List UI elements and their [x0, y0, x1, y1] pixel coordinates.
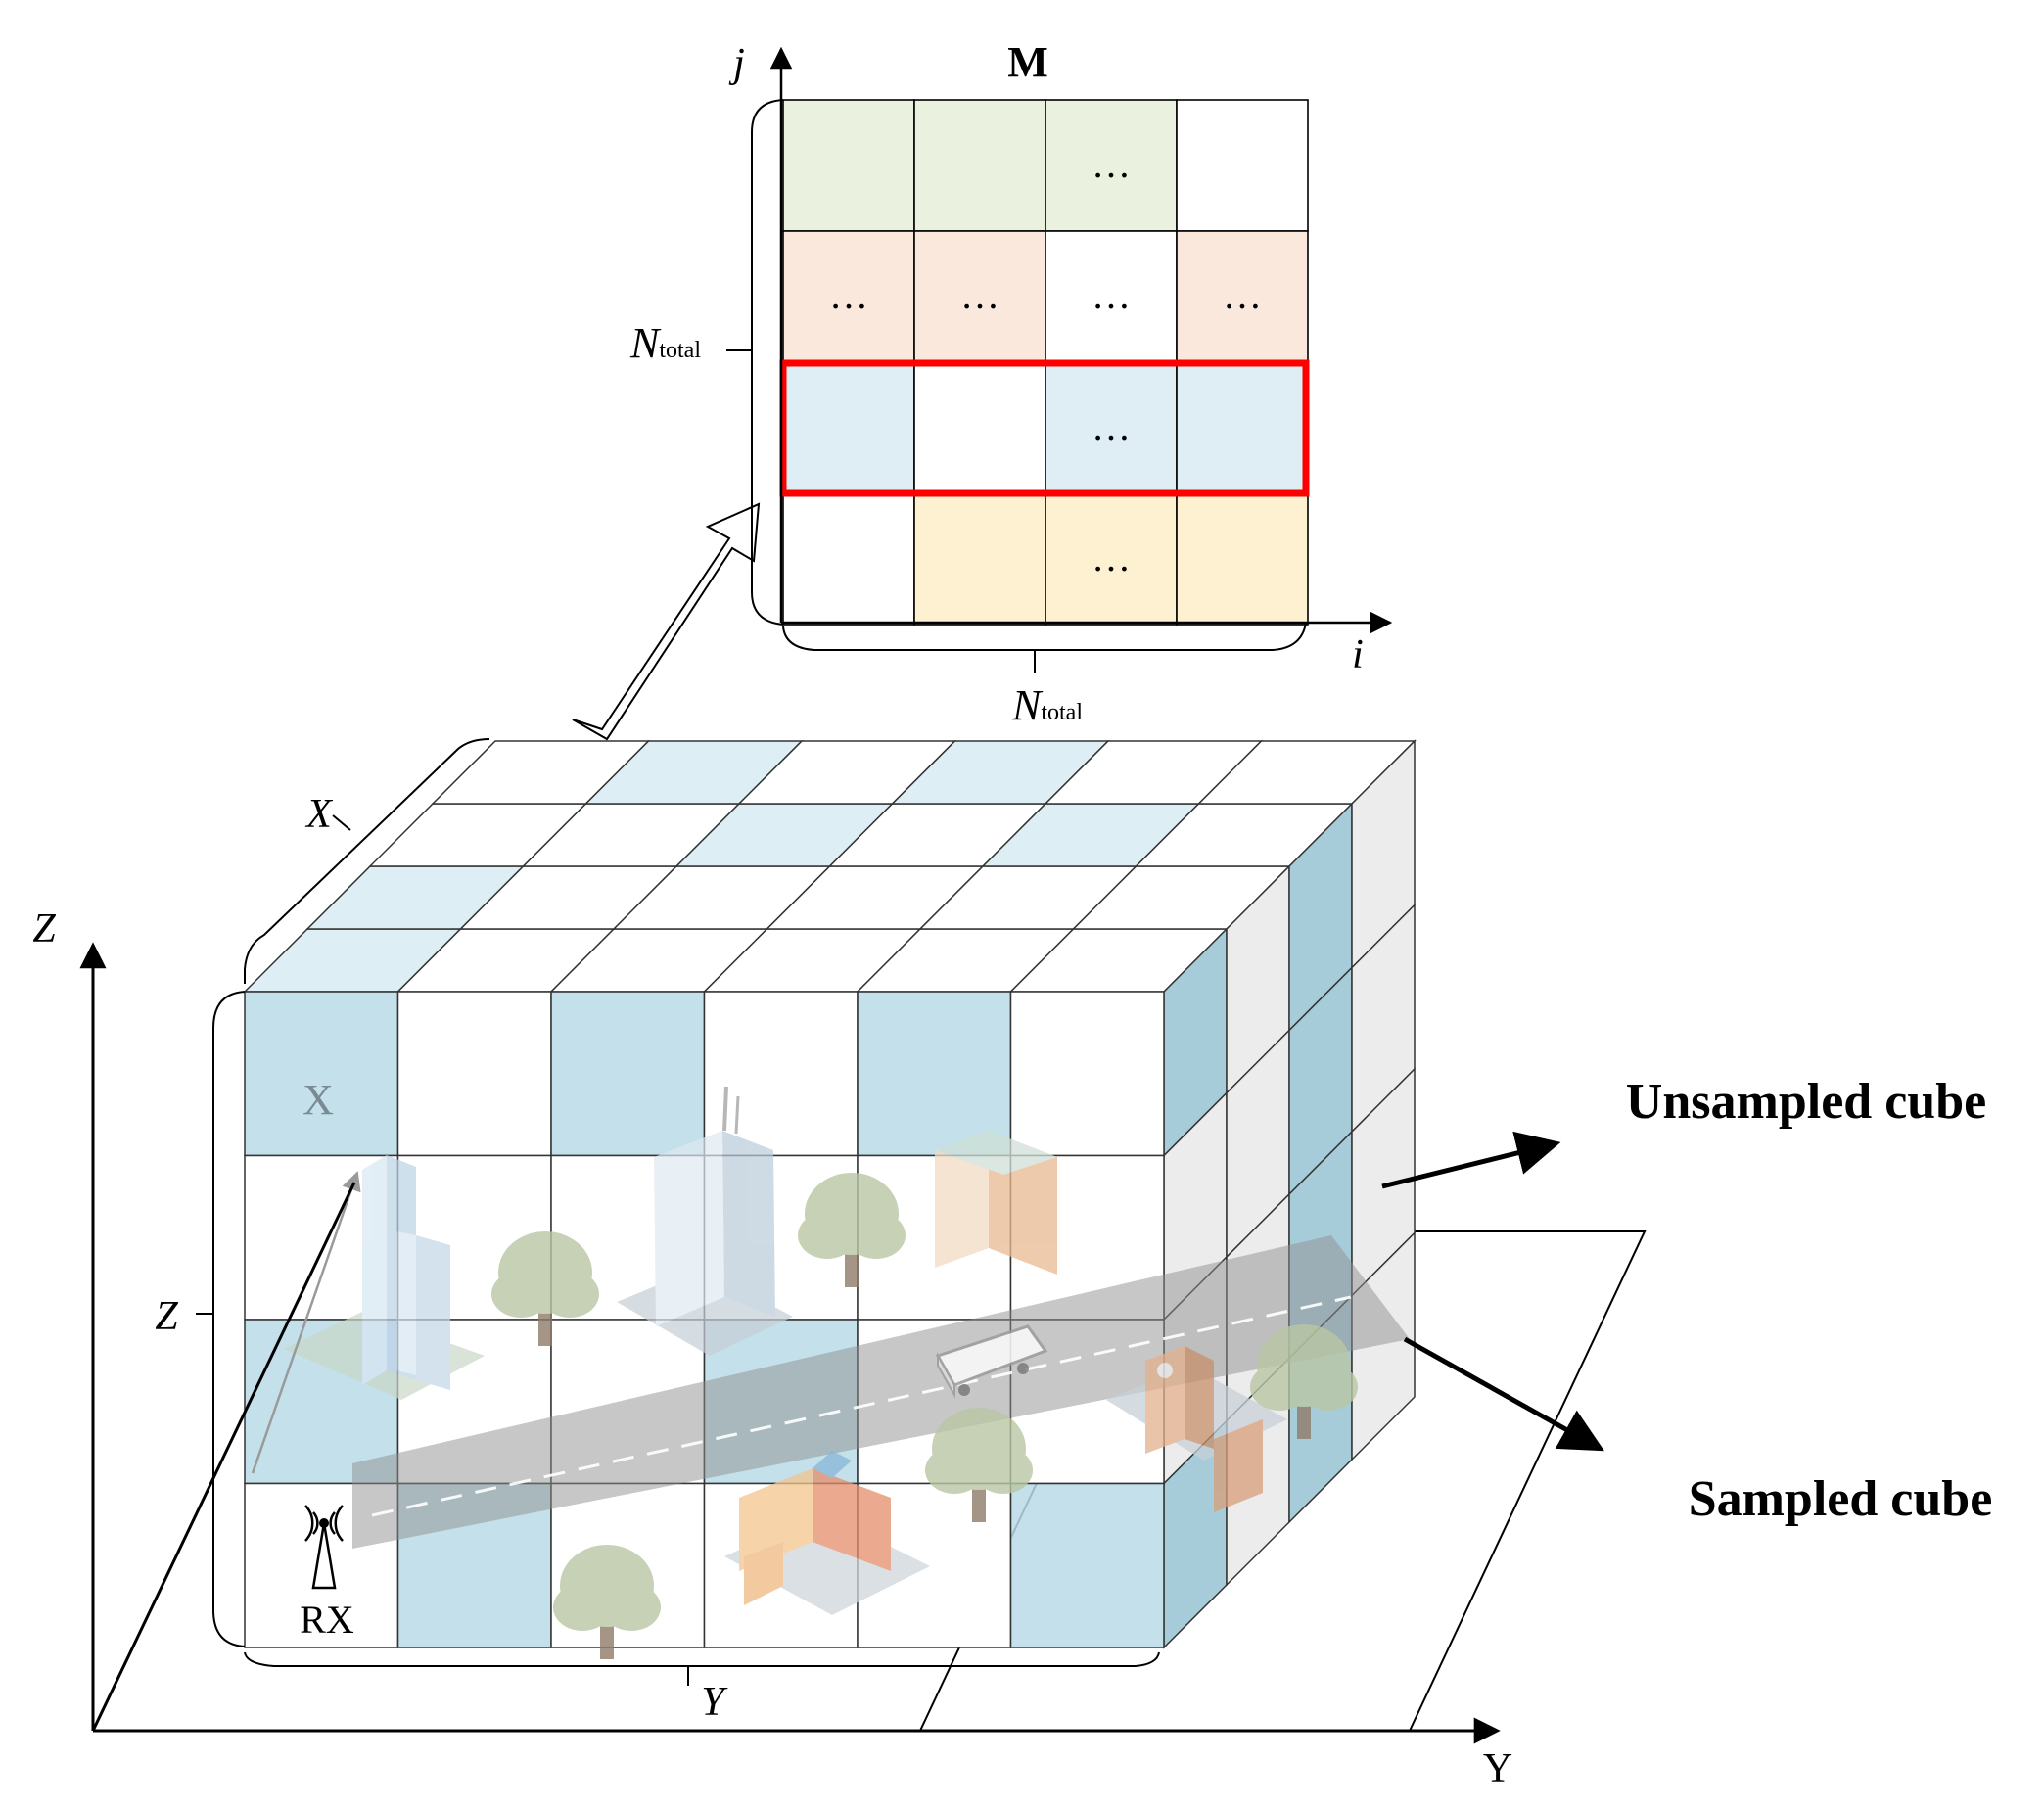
matrix-cell — [913, 230, 1046, 363]
row-size-base: N — [629, 319, 662, 367]
matrix-m: … … … … … … … — [779, 99, 1310, 626]
signal-ray — [251, 1171, 361, 1474]
road-center-dash — [371, 1295, 1352, 1517]
unsampled-cube-label: Unsampled cube — [1626, 1074, 1986, 1130]
tree-icon — [553, 1545, 661, 1659]
matrix-ellipsis: … — [1092, 404, 1131, 448]
matrix-cells: … … … … … … … — [782, 99, 1309, 626]
matrix-i-axis-label: i — [1352, 632, 1364, 677]
x-dim-brace — [244, 738, 490, 984]
tree-group — [491, 1173, 1358, 1659]
x-dim-tick — [332, 814, 351, 831]
matrix-cell — [1176, 361, 1309, 494]
col-size-sub: total — [1041, 700, 1083, 725]
unsampled-voxel — [1009, 991, 1165, 1157]
matrix-ellipsis: … — [829, 273, 868, 317]
x-dim-label: X — [304, 792, 334, 837]
sampled-pointer-arrow — [1403, 1336, 1604, 1452]
tree-icon — [798, 1173, 906, 1287]
matrix-col-size-label: Ntotal — [1011, 681, 1083, 729]
matrix-col-brace — [782, 622, 1307, 651]
matrix-cell — [1176, 492, 1309, 626]
row-size-sub: total — [659, 338, 701, 363]
world-x-axis — [91, 1182, 356, 1732]
mapping-arrow — [572, 502, 761, 741]
matrix-cell — [1176, 99, 1309, 232]
matrix-j-axis-label: j — [728, 41, 745, 86]
sampled-marker-label: X — [302, 1076, 334, 1124]
matrix-cell — [913, 492, 1046, 626]
matrix-cell — [913, 361, 1046, 494]
matrix-row-brace — [751, 99, 784, 626]
matrix-row-size-label: Ntotal — [629, 319, 701, 367]
cube-top-face — [243, 740, 1417, 993]
tall-tower-building-icon — [284, 1155, 485, 1400]
matrix-ellipsis: … — [1092, 142, 1131, 186]
unsampled-voxel — [703, 991, 859, 1157]
matrix-cell — [782, 99, 915, 232]
matrix-cell — [1176, 230, 1309, 363]
world-y-axis-label: Y — [1483, 1746, 1512, 1791]
sampled-voxel — [550, 991, 706, 1157]
voxel-cube: RX X — [243, 739, 1417, 1659]
matrix-cell — [782, 230, 915, 363]
apartment-building-icon — [935, 1131, 1057, 1275]
sampled-cube-label: Sampled cube — [1689, 1471, 1993, 1527]
bus-icon — [935, 1324, 1048, 1399]
matrix-ellipsis: … — [1223, 273, 1262, 317]
matrix-cell — [913, 99, 1046, 232]
y-dim-brace — [244, 1651, 1160, 1667]
school-building-icon — [724, 1451, 930, 1615]
matrix-ellipsis: … — [960, 273, 999, 317]
world-z-axis-label: Z — [32, 906, 56, 951]
matrix-cell — [1045, 99, 1178, 232]
tree-icon — [1250, 1324, 1358, 1439]
clock-tower-building-icon — [1106, 1346, 1287, 1512]
matrix-cell — [1045, 230, 1178, 363]
matrix-cell — [782, 492, 915, 626]
sampled-voxel — [1009, 1482, 1165, 1648]
glass-office-building-icon — [617, 1086, 793, 1356]
matrix-ellipsis: … — [1092, 535, 1131, 580]
z-dim-label: Z — [155, 1294, 178, 1339]
unsampled-voxel — [396, 991, 552, 1157]
tree-icon — [925, 1408, 1033, 1522]
highlighted-row — [779, 359, 1310, 497]
road-strip — [352, 1235, 1410, 1549]
matrix-cell — [1045, 361, 1178, 494]
tree-icon — [491, 1231, 599, 1346]
y-dim-label: Y — [701, 1680, 728, 1725]
col-size-base: N — [1011, 681, 1044, 729]
matrix-ellipsis: … — [1092, 273, 1131, 317]
matrix-cell — [782, 361, 915, 494]
receiver-label: RX — [300, 1598, 354, 1642]
unsampled-pointer-arrow — [1381, 1131, 1561, 1189]
antenna-icon — [304, 1505, 344, 1590]
sampled-voxel — [244, 991, 399, 1157]
z-dim-brace — [212, 991, 246, 1647]
matrix-title: M — [1007, 38, 1048, 86]
